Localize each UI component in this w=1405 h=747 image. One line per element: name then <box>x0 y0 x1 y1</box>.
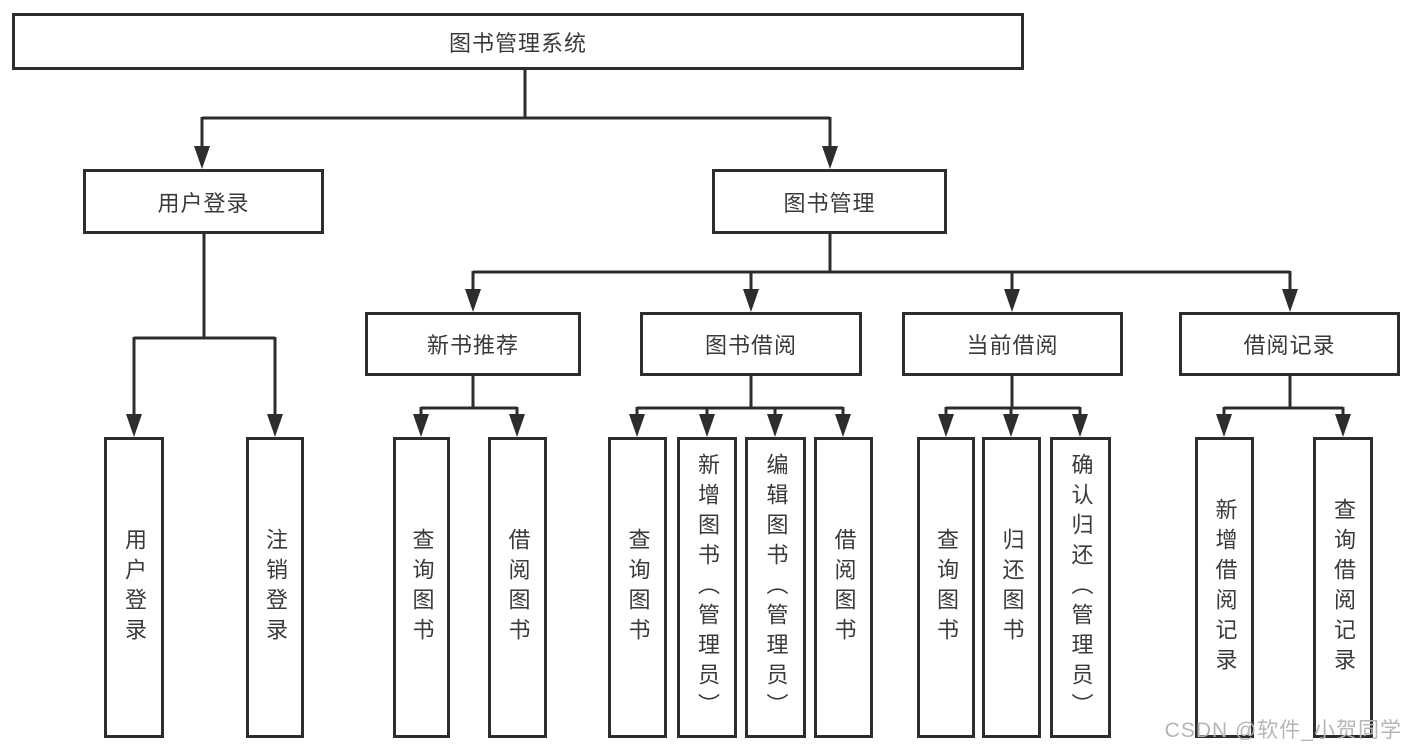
node-current-borrowing: 当前借阅 <box>902 312 1123 376</box>
leaf-edit-books-admin: 编辑图书（管理员） <box>745 437 806 738</box>
leaf-add-borrow-record: 新增借阅记录 <box>1195 437 1254 738</box>
node-new-book-recommendation: 新书推荐 <box>365 312 581 376</box>
csdn-watermark: CSDN @软件_小贺同学 <box>1164 719 1402 742</box>
node-borrowing-records: 借阅记录 <box>1179 312 1400 376</box>
leaf-logout: 注销登录 <box>246 437 304 738</box>
leaf-return-books: 归还图书 <box>982 437 1041 738</box>
leaf-query-books-recommend: 查询图书 <box>393 437 450 738</box>
node-book-borrowing: 图书借阅 <box>640 312 862 376</box>
leaf-borrow-books-recommend: 借阅图书 <box>488 437 547 738</box>
leaf-query-borrow-record: 查询借阅记录 <box>1313 437 1373 738</box>
leaf-user-login: 用户登录 <box>104 437 164 738</box>
node-book-management: 图书管理 <box>712 169 947 234</box>
leaf-query-books-current: 查询图书 <box>917 437 975 738</box>
leaf-borrow-books: 借阅图书 <box>814 437 873 738</box>
node-user-login: 用户登录 <box>83 169 324 234</box>
leaf-query-books-borrow: 查询图书 <box>608 437 667 738</box>
leaf-add-books-admin: 新增图书（管理员） <box>677 437 737 738</box>
node-library-management-system: 图书管理系统 <box>12 13 1024 70</box>
leaf-confirm-return-admin: 确认归还（管理员） <box>1050 437 1111 738</box>
